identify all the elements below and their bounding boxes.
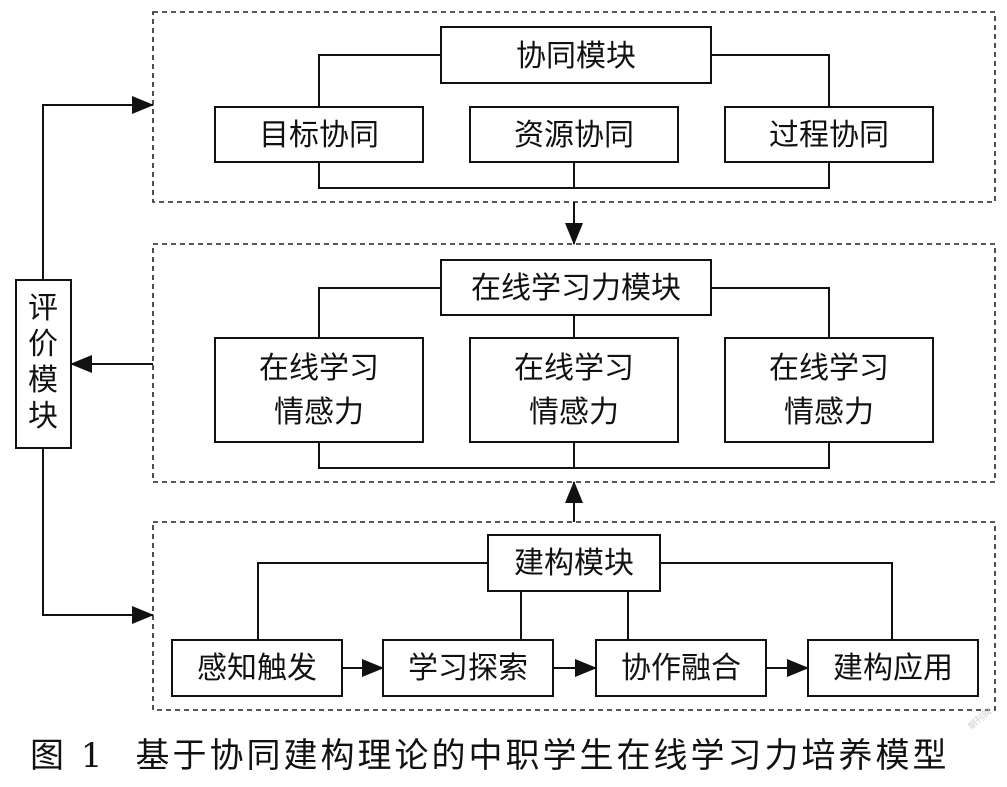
eval-char-1: 评: [28, 291, 58, 326]
collab-item-resource: 资源协同: [514, 118, 634, 153]
construct-step-2: 学习探索: [408, 651, 528, 686]
eval-char-3: 模: [28, 363, 58, 398]
construct-step-1: 感知触发: [197, 651, 317, 686]
figure-number: 图 1: [30, 736, 106, 776]
online-item-3-line2: 情感力: [784, 395, 874, 430]
arrow-eval-to-collab: [42, 96, 154, 280]
figure-caption: 图 1 基于协同建构理论的中职学生在线学习力培养模型: [30, 728, 990, 777]
eval-char-2: 价: [28, 327, 58, 362]
construct-step-4: 建构应用: [833, 651, 953, 686]
collab-item-process: 过程协同: [769, 118, 889, 153]
online-item-1-box: [214, 337, 424, 443]
construct-step-2-box: [382, 639, 554, 697]
collab-item-goal: 目标协同: [259, 118, 379, 153]
online-module-title: 在线学习力模块: [471, 271, 681, 306]
online-item-2-box: [469, 337, 679, 443]
construct-step-1-box: [171, 639, 343, 697]
eval-module-box: [15, 279, 72, 449]
construct-step-4-box: [807, 639, 979, 697]
collab-item-resource-box: [469, 106, 679, 163]
online-item-2-line2: 情感力: [529, 395, 619, 430]
figure-title: 基于协同建构理论的中职学生在线学习力培养模型: [135, 736, 950, 776]
online-item-3-line1: 在线学习: [769, 351, 889, 386]
construct-module-title-box: [487, 534, 661, 592]
collab-module-title-box: [440, 26, 712, 84]
construct-module-title: 建构模块: [514, 546, 634, 581]
online-item-1-line1: 在线学习: [259, 351, 379, 386]
construct-step-3-box: [595, 639, 767, 697]
collab-item-process-box: [724, 106, 934, 163]
collab-module-title: 协同模块: [516, 39, 636, 74]
eval-char-4: 块: [28, 399, 58, 434]
construct-step-3: 协作融合: [621, 651, 741, 686]
collab-item-goal-box: [214, 106, 424, 163]
online-item-2-line1: 在线学习: [514, 351, 634, 386]
online-item-1-line2: 情感力: [274, 395, 364, 430]
arrow-eval-to-construct: [42, 448, 154, 624]
online-item-3-box: [724, 337, 934, 443]
online-module-title-box: [440, 259, 712, 316]
